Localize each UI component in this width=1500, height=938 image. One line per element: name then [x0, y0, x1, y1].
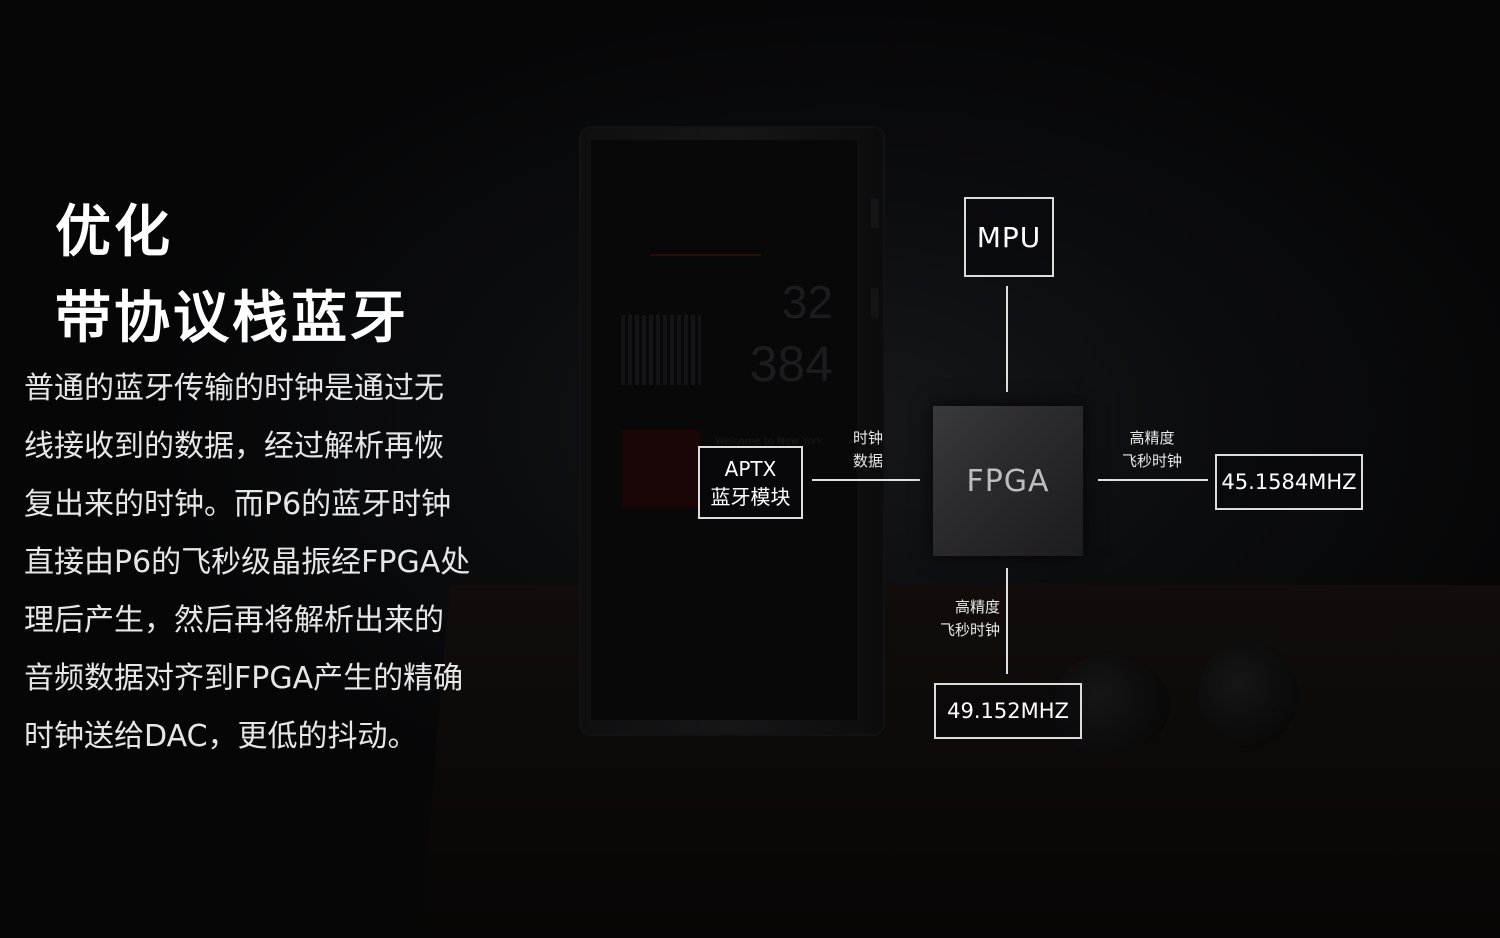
connector-fpga-clock-right: [1098, 479, 1208, 481]
device-number-bottom: 384: [750, 335, 833, 393]
aptx-bluetooth-box: APTX 蓝牙模块: [698, 446, 803, 519]
femto-clock-label: 飞秒时钟: [1112, 450, 1192, 473]
description-line: 时钟送给DAC，更低的抖动。: [24, 708, 544, 766]
page-title: 优化 带协议栈蓝牙: [55, 190, 409, 362]
clock-49-box: 49.152MHZ: [934, 683, 1082, 739]
description-line: 直接由P6的飞秒级晶振经FPGA处: [24, 534, 544, 592]
music-player-device: 32 384 Welcome to New York: [581, 128, 883, 734]
clock-label: 时钟: [842, 427, 894, 450]
description-line: 理后产生，然后再将解析出来的: [24, 592, 544, 650]
device-progress-line: [651, 254, 761, 256]
device-spectrum-bars: [621, 315, 701, 385]
connector-aptx-fpga: [812, 479, 920, 481]
device-number-top: 32: [782, 275, 833, 329]
device-button: [871, 288, 879, 318]
device-screen: 32 384 Welcome to New York: [591, 140, 857, 720]
title-line-1: 优化: [55, 190, 409, 276]
earbud-right: [1198, 640, 1298, 748]
device-button: [871, 198, 879, 228]
mpu-box: MPU: [964, 197, 1054, 277]
device-album-art: [622, 430, 700, 508]
connector-mpu-fpga: [1006, 286, 1008, 392]
description-line: 复出来的时钟。而P6的蓝牙时钟: [24, 476, 544, 534]
description: 普通的蓝牙传输的时钟是通过无 线接收到的数据，经过解析再恢 复出来的时钟。而P6…: [24, 360, 544, 766]
aptx-label: APTX: [725, 455, 777, 483]
high-precision-label: 高精度: [1112, 427, 1192, 450]
clock-data-label: 时钟 数据: [842, 427, 894, 473]
high-precision-label: 高精度: [920, 596, 1000, 619]
fpga-chip: FPGA: [933, 406, 1083, 556]
clock-45-box: 45.1584MHZ: [1215, 454, 1363, 510]
femto-clock-label: 飞秒时钟: [920, 619, 1000, 642]
data-label: 数据: [842, 450, 894, 473]
description-line: 音频数据对齐到FPGA产生的精确: [24, 650, 544, 708]
title-line-2: 带协议栈蓝牙: [55, 276, 409, 362]
femto-clock-label-right: 高精度 飞秒时钟: [1112, 427, 1192, 473]
femto-clock-label-bottom: 高精度 飞秒时钟: [920, 596, 1000, 642]
description-line: 线接收到的数据，经过解析再恢: [24, 418, 544, 476]
description-line: 普通的蓝牙传输的时钟是通过无: [24, 360, 544, 418]
bluetooth-module-label: 蓝牙模块: [711, 483, 791, 511]
connector-fpga-clock-bottom: [1006, 568, 1008, 674]
